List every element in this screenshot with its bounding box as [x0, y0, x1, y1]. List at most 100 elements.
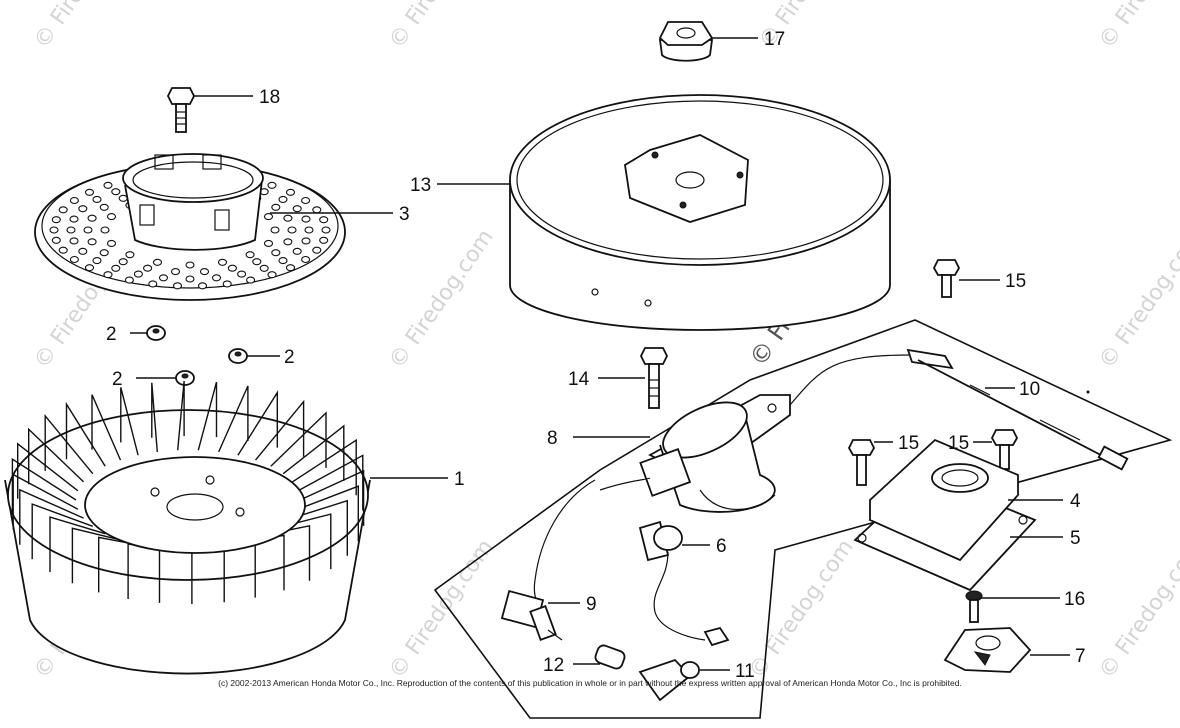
fan-fin	[297, 454, 364, 511]
callout-15c: 15	[948, 433, 969, 454]
callout-7: 7	[1075, 646, 1086, 667]
pulley-holes	[49, 170, 331, 290]
pulley-hole	[267, 271, 277, 279]
callout-18: 18	[259, 87, 280, 108]
pulley-hole	[51, 236, 61, 244]
pulley-hole	[217, 258, 228, 266]
pulley-hole	[301, 255, 311, 264]
nut-2c	[175, 370, 195, 386]
watermark: © Firedog.com	[384, 225, 498, 373]
pulley-hole	[124, 276, 134, 284]
bolt-15b	[847, 439, 876, 486]
fan-fin	[71, 527, 121, 584]
pulley-hole	[69, 215, 79, 223]
pulley-hole	[148, 280, 158, 288]
fan-fin	[270, 411, 327, 468]
fan-fin	[28, 427, 85, 485]
pulley-hole	[285, 264, 296, 272]
pulley-hole	[263, 213, 274, 221]
callout-16: 16	[1064, 589, 1085, 610]
fan-fin	[197, 381, 218, 451]
pulley-hole	[143, 264, 153, 272]
pulley-hole	[301, 196, 311, 205]
callout-15b: 15	[898, 433, 919, 454]
fan-fin	[44, 413, 94, 475]
pulley-hole	[287, 226, 297, 234]
pulley-hole	[271, 203, 281, 211]
pulley-hole	[125, 251, 135, 259]
callout-11: 11	[735, 661, 755, 682]
pulley-hole	[319, 216, 329, 224]
fan-fin	[254, 399, 305, 461]
breaker-cover-gasket	[853, 438, 1037, 592]
part-12-clip	[594, 644, 626, 670]
pulley-hole	[237, 270, 247, 278]
pulley-hole	[84, 264, 95, 272]
callout-6: 6	[716, 536, 727, 557]
fan-fin	[11, 457, 77, 515]
bolt-14	[639, 347, 669, 409]
fan-fin	[218, 385, 249, 453]
pulley-hole	[51, 216, 61, 224]
pulley-hole	[100, 226, 110, 234]
pulley-hole	[211, 274, 222, 282]
pulley-hole	[58, 246, 68, 254]
stray-dot	[1086, 390, 1090, 394]
fan-fin	[91, 394, 122, 461]
pulley-hole	[170, 268, 181, 276]
pulley-hole	[103, 271, 113, 279]
fan-fin	[19, 488, 84, 545]
callout-8: 8	[547, 428, 558, 449]
pulley-hole	[152, 258, 163, 266]
watermark: © Firedog.com	[1094, 535, 1180, 683]
fan-fin	[17, 442, 79, 499]
pulley-hole	[118, 258, 128, 266]
pulley-hole	[185, 261, 195, 269]
pulley-hole	[103, 181, 113, 189]
pulley-hole	[227, 264, 237, 272]
pulley-hole	[283, 238, 293, 246]
callouts: 17 18 3 13 2 2 2 1 14 8 15 15 15 10 4 5 …	[106, 29, 1086, 682]
bolt-15a	[932, 259, 961, 298]
pulley-hole	[270, 226, 280, 234]
pulley-hole	[222, 280, 232, 288]
fan-fin	[299, 469, 365, 526]
pulley-hole	[106, 239, 117, 247]
watermark: © Firedog.com	[384, 0, 498, 53]
pulley-hole	[185, 275, 195, 283]
watermark: © Firedog.com	[1094, 0, 1180, 53]
pulley-hole	[78, 205, 88, 213]
pulley-hole	[111, 264, 121, 272]
pulley-hole	[319, 236, 329, 244]
fan-fin	[292, 499, 348, 556]
callout-4: 4	[1070, 491, 1081, 512]
fan-fin	[31, 503, 94, 560]
callout-14: 14	[568, 369, 590, 390]
pulley-hole	[92, 195, 102, 203]
watermark: © Firedog.com	[29, 0, 143, 53]
callout-10: 10	[1019, 379, 1040, 400]
pulley-hole	[58, 206, 68, 214]
pulley-hole	[106, 213, 117, 221]
callout-2b: 2	[284, 347, 295, 368]
nut-2b	[228, 348, 248, 364]
pulley-hole	[246, 276, 256, 284]
callout-13: 13	[410, 175, 431, 196]
pulley-hole	[69, 237, 79, 245]
pulley-hole	[292, 205, 302, 213]
pulley-hole	[49, 226, 59, 234]
pulley-hole	[199, 268, 210, 276]
flywheel-nut	[658, 21, 714, 62]
pulley-hole	[69, 255, 79, 264]
condenser	[638, 520, 730, 647]
callout-15a: 15	[1005, 271, 1026, 292]
pulley-hole	[271, 249, 281, 257]
callout-12: 12	[543, 655, 564, 676]
pulley-hole	[99, 249, 109, 257]
pulley-hole	[66, 226, 76, 234]
spark-plug-cap	[500, 589, 563, 641]
pulley-hole	[111, 188, 121, 196]
callout-3: 3	[399, 204, 410, 225]
pulley-hole	[99, 203, 109, 211]
